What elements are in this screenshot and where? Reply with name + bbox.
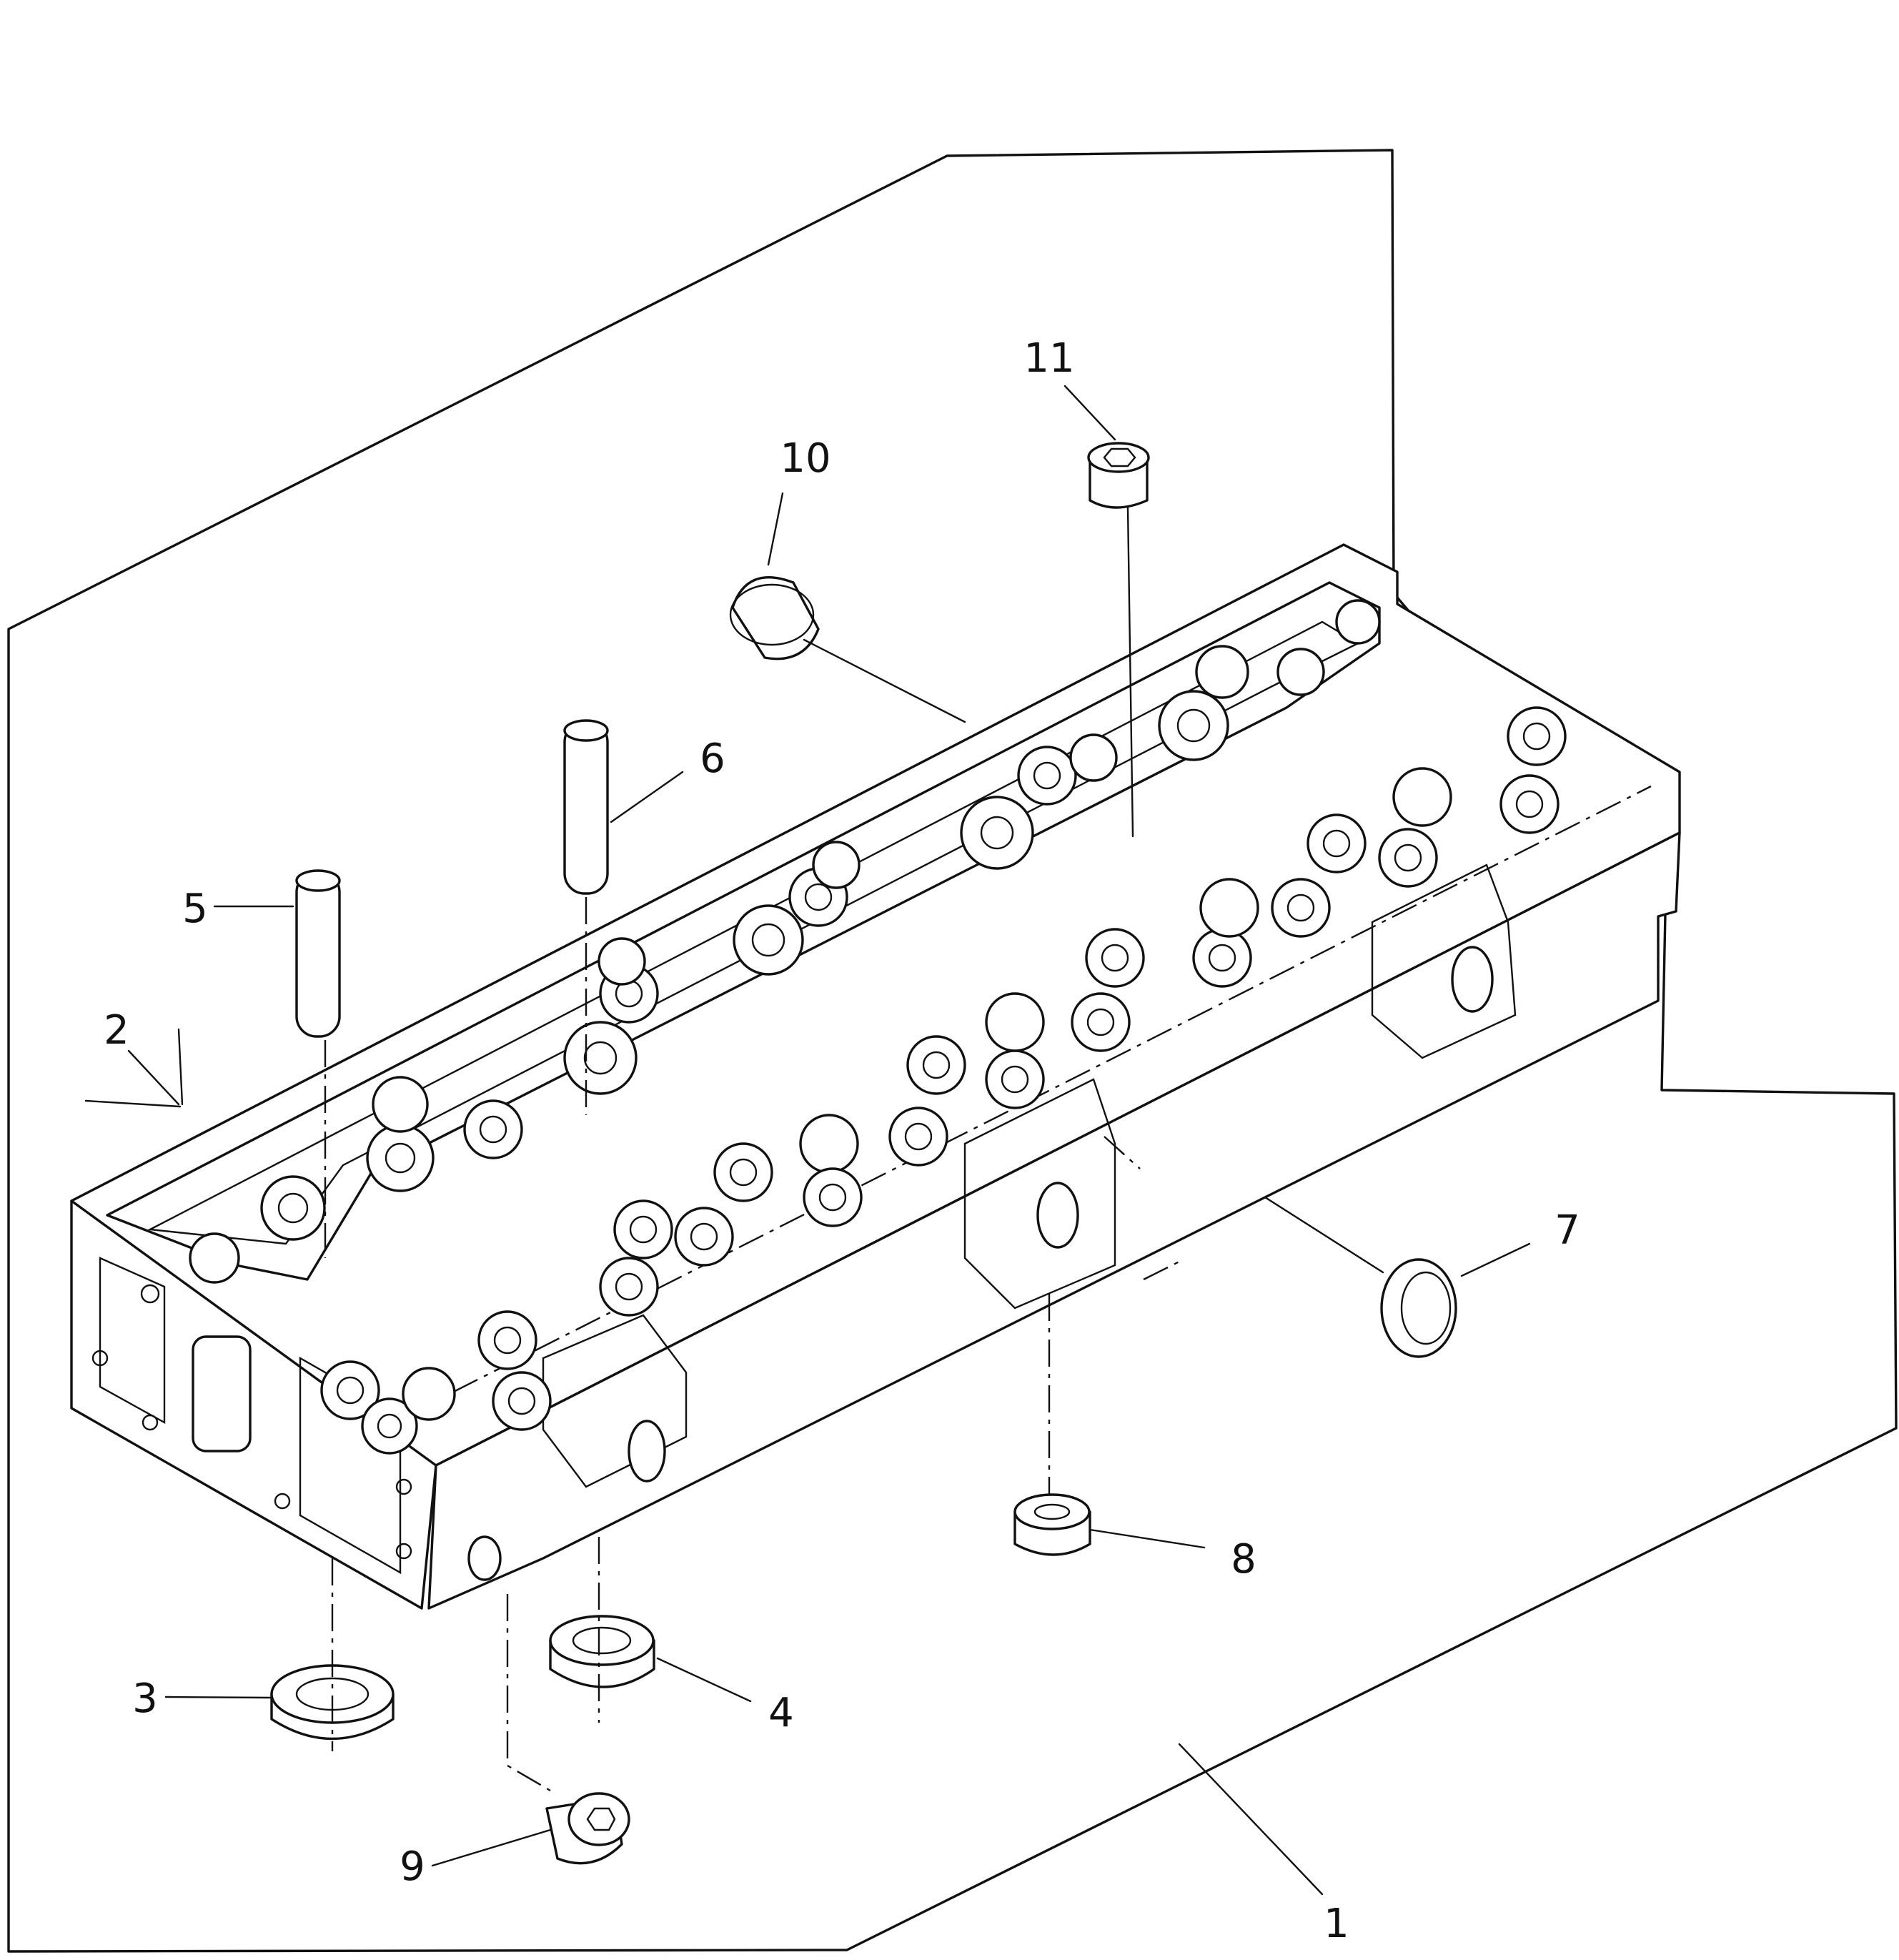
part-5-dowel: [295, 869, 341, 1258]
callout-3: 3: [132, 1676, 158, 1722]
callout-8: 8: [1231, 1536, 1256, 1583]
assembly-boundary: [7, 149, 1898, 1953]
callout-5: 5: [182, 886, 208, 932]
callout-11: 11: [1023, 335, 1074, 382]
callout-labels: 1 2 3 4 5 6 7 8 9 10 11: [104, 335, 1580, 1947]
part-4-seal: [549, 1537, 655, 1723]
part-6-dowel: [563, 719, 609, 1115]
part-8-sleeve: [1013, 1294, 1091, 1556]
side-bosses: [320, 706, 1567, 1455]
part-9-plug: [506, 1594, 630, 1865]
part-11-plug: [1087, 442, 1150, 838]
part-3-seal: [270, 1558, 395, 1751]
callout-9: 9: [400, 1843, 425, 1890]
leader-lines: [84, 385, 1531, 1896]
cylinder-head: [70, 543, 1681, 1610]
top-bosses: [189, 599, 1381, 1284]
callout-2: 2: [104, 1007, 129, 1054]
callout-10: 10: [780, 435, 830, 482]
callout-4: 4: [768, 1690, 794, 1736]
callout-1: 1: [1324, 1901, 1349, 1947]
part-7-ring: [1143, 1196, 1457, 1358]
part-10-plug: [729, 575, 966, 723]
callout-6: 6: [700, 736, 725, 782]
callout-7: 7: [1555, 1207, 1580, 1254]
